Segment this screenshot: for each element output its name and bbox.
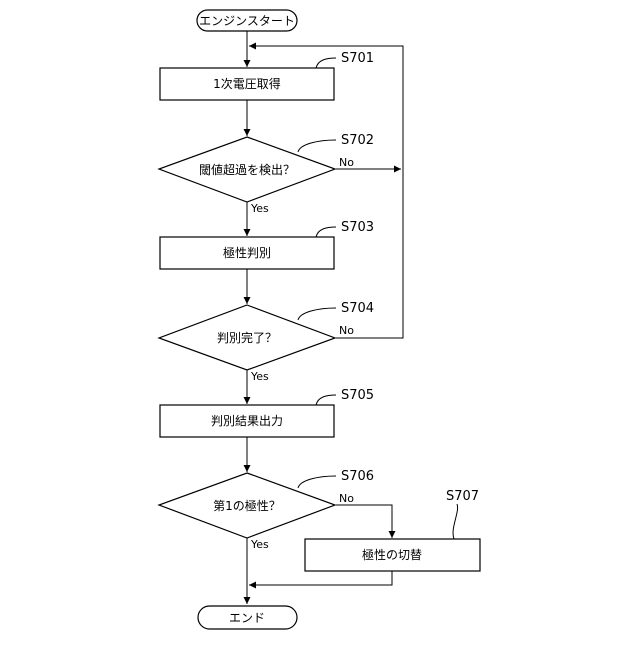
- arrow-s707-to-main: [249, 571, 392, 585]
- label-s706-yes: Yes: [250, 538, 269, 551]
- decision-s704-text: 判別完了？: [217, 330, 277, 345]
- tag-s704: S704: [341, 301, 374, 316]
- label-s702-no: No: [339, 156, 354, 169]
- step-s703-text: 極性判別: [223, 245, 271, 260]
- end-label: エンド: [229, 611, 265, 625]
- tag-s703: S703: [341, 220, 374, 235]
- label-s704-yes: Yes: [250, 370, 269, 383]
- step-s705: 判別結果出力: [160, 405, 334, 437]
- tag-s702: S702: [341, 133, 374, 148]
- leader-s703: [316, 227, 336, 237]
- label-s704-no: No: [339, 324, 354, 337]
- tag-s705: S705: [341, 388, 374, 403]
- step-s703: 極性判別: [160, 237, 334, 269]
- decision-s706-text: 第1の極性？: [213, 498, 281, 513]
- leader-s706: [298, 476, 336, 488]
- label-s702-yes: Yes: [250, 202, 269, 215]
- decision-s702: 閾値超過を検出？: [159, 137, 335, 202]
- arrow-s706-no-to-s707: [336, 505, 392, 538]
- tag-s706: S706: [341, 469, 374, 484]
- label-s706-no: No: [339, 492, 354, 505]
- start-terminal: エンジンスタート: [197, 10, 297, 31]
- start-label: エンジンスタート: [199, 14, 295, 28]
- step-s705-text: 判別結果出力: [211, 414, 283, 428]
- leader-s701: [316, 58, 336, 68]
- tag-s701: S701: [341, 51, 374, 66]
- step-s701: 1次電圧取得: [160, 68, 334, 100]
- leader-s705: [316, 395, 336, 405]
- step-s701-text: 1次電圧取得: [213, 76, 281, 91]
- step-s707: 極性の切替: [305, 539, 480, 571]
- tag-s707: S707: [446, 489, 479, 504]
- leader-s707: [453, 504, 458, 539]
- decision-s704: 判別完了？: [159, 305, 335, 370]
- decision-s702-text: 閾値超過を検出？: [199, 162, 295, 177]
- leader-s702: [298, 140, 336, 152]
- step-tags: S701 S702 S703 S704 S705 S706 S707: [298, 51, 479, 539]
- decision-s706: 第1の極性？: [159, 473, 335, 538]
- step-s707-text: 極性の切替: [362, 547, 422, 562]
- leader-s704: [298, 308, 336, 320]
- end-terminal: エンド: [198, 606, 297, 629]
